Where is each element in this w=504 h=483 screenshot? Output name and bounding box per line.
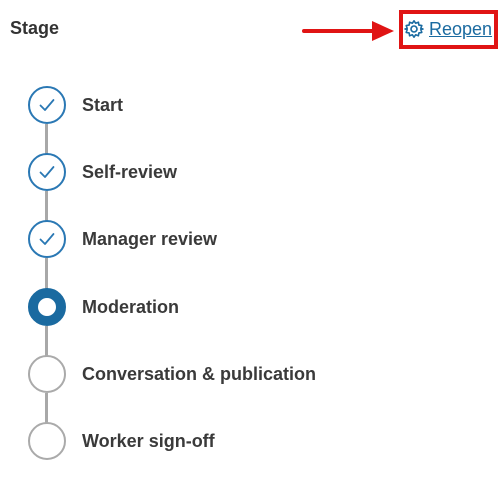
timeline-connector — [45, 124, 48, 160]
pending-circle-icon — [28, 422, 66, 460]
timeline-connector — [45, 258, 48, 294]
stage-step-label: Moderation — [82, 297, 179, 317]
stage-step-label: Worker sign-off — [82, 431, 215, 451]
check-icon — [28, 153, 66, 191]
timeline-connector — [45, 393, 48, 429]
reopen-label: Reopen — [429, 18, 493, 39]
stage-step-label: Conversation & publication — [82, 364, 317, 384]
check-icon — [28, 220, 66, 258]
pending-circle-icon — [28, 355, 66, 393]
timeline-connector — [45, 191, 48, 227]
stage-step-label: Self-review — [82, 162, 178, 182]
gear-icon — [404, 19, 424, 39]
stage-title: Stage — [10, 18, 60, 38]
reopen-link[interactable]: Reopen — [404, 17, 492, 41]
stage-step-label: Start — [82, 95, 124, 115]
timeline-connector — [45, 326, 48, 362]
check-icon — [28, 86, 66, 124]
reopen-highlight-box — [399, 10, 498, 49]
red-arrow-annotation — [302, 21, 394, 41]
current-step-icon — [28, 288, 66, 326]
stage-step-label: Manager review — [82, 229, 218, 249]
